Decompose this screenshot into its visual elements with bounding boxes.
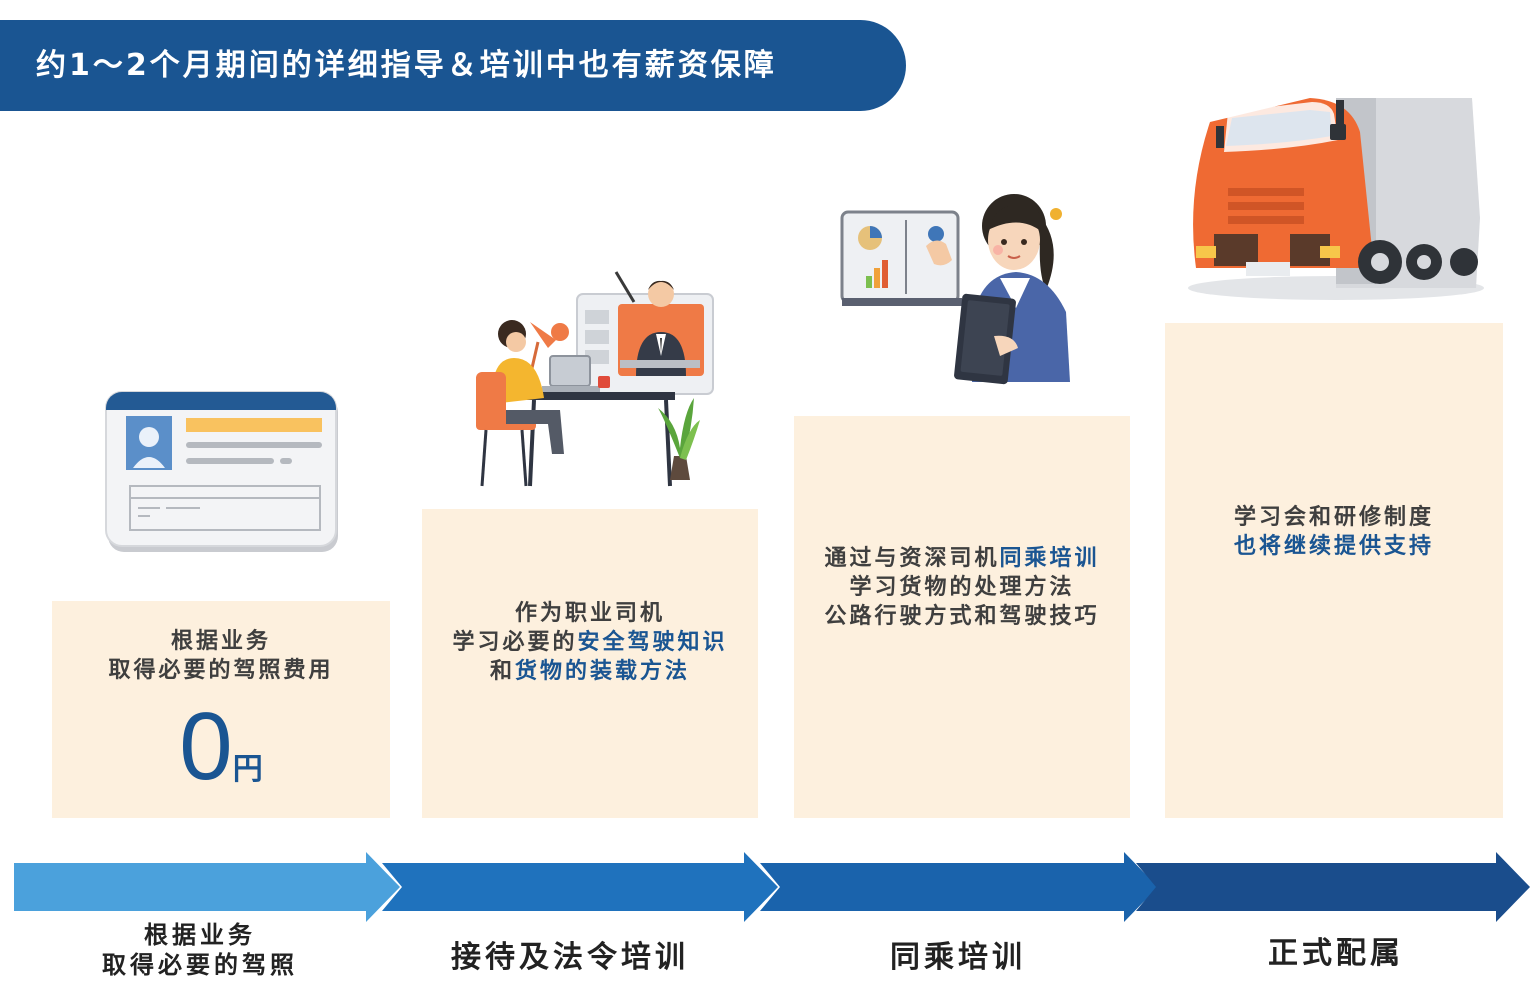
truck-illustration [1188, 98, 1484, 300]
step2-highlight-safety: 安全驾驶知识 [577, 630, 728, 655]
step3-box-line1-text: 通过与资深司机 [824, 546, 1000, 571]
step3-arrow [760, 852, 1158, 922]
step2-box-line2: 学习必要的安全驾驶知识 [422, 628, 758, 657]
step2-box: 作为职业司机 学习必要的安全驾驶知识 和货物的装载方法 [422, 509, 758, 818]
step1-box-line1: 根据业务 [170, 629, 271, 654]
step3-box-line2: 学习货物的处理方法 [849, 575, 1075, 600]
banner-title: 约1～2个月期间的详细指导＆培训中也有薪资保障 [36, 48, 777, 83]
step1-box-line2: 取得必要的驾照费用 [108, 658, 334, 683]
zero-value: 0 [179, 693, 233, 800]
step2-box-line3: 和货物的装载方法 [422, 657, 758, 686]
step3-box-line1: 通过与资深司机同乘培训 [794, 544, 1130, 573]
step3-box: 通过与资深司机同乘培训 学习货物的处理方法 公路行驶方式和驾驶技巧 [794, 416, 1130, 818]
step4-box: 学习会和研修制度 也将继续提供支持 [1165, 323, 1503, 818]
step2-box-line3-text: 和 [489, 659, 515, 684]
step2-highlight-loading: 货物的装载方法 [515, 659, 691, 684]
step3-box-line3: 公路行驶方式和驾驶技巧 [824, 604, 1100, 629]
step3-highlight-ride-along: 同乘培训 [999, 546, 1100, 571]
step4-box-line1: 学习会和研修制度 [1233, 505, 1434, 530]
step1-label-line1: 根据业务 [144, 921, 256, 949]
instructor-woman-illustration [840, 194, 1070, 385]
step4-label: 正式配属 [1268, 936, 1404, 971]
step1-label: 根据业务 取得必要的驾照 [40, 920, 360, 980]
step2-label: 接待及法令培训 [451, 940, 689, 975]
step4-highlight-support: 也将继续提供支持 [1233, 534, 1434, 559]
step2-arrow [382, 852, 778, 922]
zero-yen-price: 0円 [52, 699, 390, 795]
step1-label-line2: 取得必要的驾照 [102, 951, 298, 979]
step1-box: 根据业务 取得必要的驾照费用 0円 [52, 601, 390, 818]
online-learning-illustration [476, 271, 714, 487]
header-banner: 约1～2个月期间的详细指导＆培训中也有薪资保障 [0, 20, 906, 111]
step4-arrow [1136, 852, 1530, 922]
step2-box-line2-text: 学习必要的 [452, 630, 578, 655]
zero-unit: 円 [232, 752, 263, 787]
step3-label: 同乘培训 [890, 940, 1026, 975]
license-card-icon [105, 391, 338, 552]
step2-box-line1: 作为职业司机 [514, 601, 665, 626]
step1-arrow [14, 852, 400, 922]
